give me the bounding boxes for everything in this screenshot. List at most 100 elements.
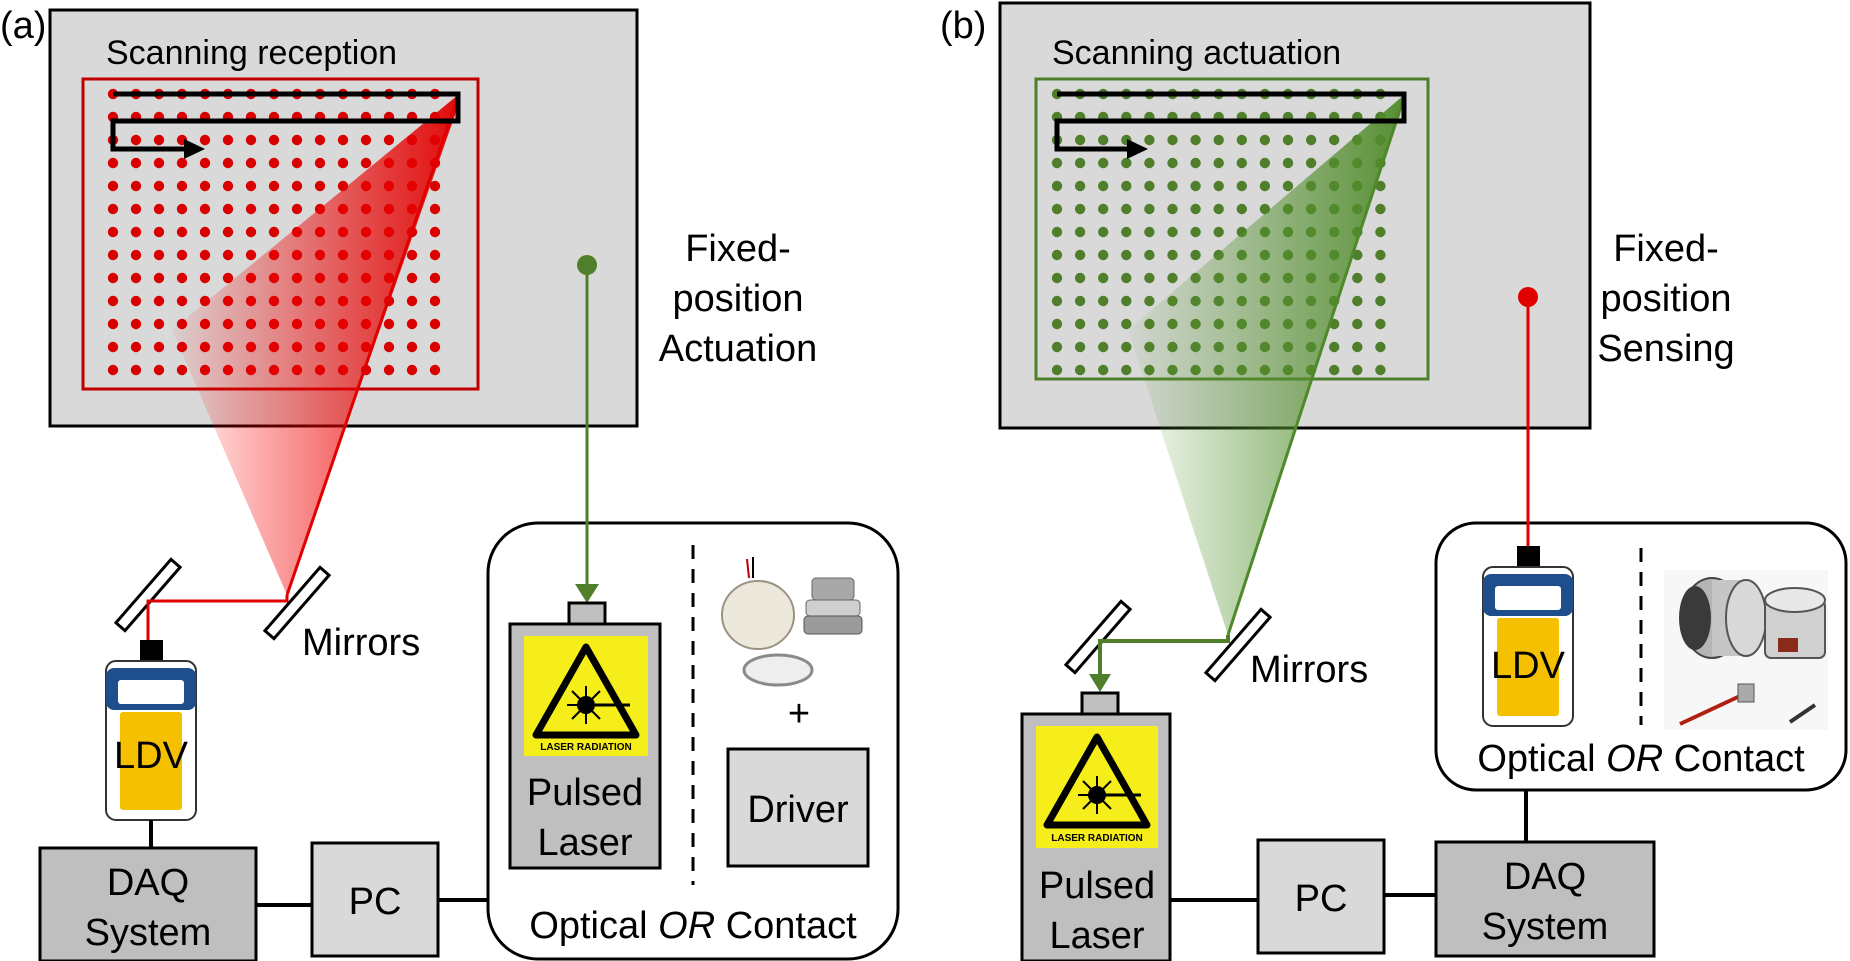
pulsed-label-a-2: Laser [537,822,632,864]
scan-point [1098,180,1109,192]
scan-point [383,318,395,330]
scan-point [1121,364,1132,376]
scan-point [1074,180,1086,192]
scan-point [1098,226,1109,238]
scan-point [1074,203,1086,215]
scan-point [222,203,234,215]
scan-point [130,157,142,169]
scan-point [1282,134,1294,146]
fixed-label-a-1: Fixed- [685,228,791,270]
scan-point [153,180,165,192]
scan-point [1236,134,1248,146]
scan-point [383,341,395,353]
scan-point [406,364,418,376]
scan-point [176,249,188,261]
scan-point [268,157,280,169]
scan-point [107,157,119,169]
pulsed-label-b-1: Pulsed [1039,865,1155,907]
scan-point [1352,295,1363,307]
daq-label-b-2: System [1482,906,1609,948]
scan-point [130,272,142,284]
ldv-a: LDV [105,640,197,821]
scan-point [1051,157,1063,169]
scan-point [1121,272,1132,284]
scan-point [1051,180,1063,192]
pulsed-laser-b: LASER RADIATION Pulsed Laser [1020,691,1172,961]
scan-point [314,134,326,146]
scan-point [1305,157,1317,169]
scan-point [1329,134,1340,146]
scan-point [222,134,234,146]
panel-a-tag: (a) [0,5,46,47]
scan-point [1074,341,1086,353]
laser-sign-b: LASER RADIATION [1051,833,1142,844]
scan-point [130,180,142,192]
scan-arrowhead-a [184,139,205,159]
scan-point [153,134,165,146]
scan-point [1144,203,1155,215]
scan-point [406,295,418,307]
scan-point [1375,226,1386,238]
scan-point [222,180,234,192]
scan-point [107,341,119,353]
ldv-b: LDV [1482,546,1574,727]
scan-point [429,203,441,215]
scan-point [153,249,165,261]
scan-point [107,249,119,261]
scan-point [1167,180,1178,192]
scan-point [130,203,142,215]
scan-point [429,295,441,307]
scan-point [383,134,395,146]
scan-point [1375,318,1386,330]
scan-point [176,226,188,238]
pulsed-label-a-1: Pulsed [527,772,643,814]
scan-point [1236,180,1248,192]
scan-arrowhead-b [1127,139,1148,159]
scan-point [1167,249,1178,261]
mirror-a-1 [113,557,183,633]
scan-beam-a [172,95,458,595]
scan-point [429,180,441,192]
scan-point [107,203,119,215]
scan-point [1329,364,1340,376]
mirrors-label-b: Mirrors [1250,649,1368,691]
scan-point [1074,364,1086,376]
fixed-label-b-1: Fixed- [1613,228,1719,270]
scan-point [199,226,211,238]
scan-point [1375,295,1386,307]
scan-point [337,157,349,169]
scan-point [383,364,395,376]
fixed-label-a-2: position [673,278,804,320]
fixed-label-b-2: position [1601,278,1732,320]
scan-point [176,180,188,192]
contact-sensors-icon [1664,570,1828,730]
scan-point [245,180,257,192]
scan-point [176,203,188,215]
mirror-b-2 [1203,607,1273,683]
beam-path-b [1098,635,1230,680]
scan-point [429,272,441,284]
laser-hazard-icon [1043,733,1151,829]
pulsed-label-b-2: Laser [1049,915,1144,957]
pulsed-laser-a: LASER RADIATION Pulsed Laser [508,601,662,870]
scan-point [1329,341,1340,353]
scan-point [1051,203,1063,215]
scan-point [1167,272,1178,284]
beam-path-a [146,595,289,640]
scan-point [245,157,257,169]
scan-point [199,180,211,192]
pc-label-a: PC [349,881,402,923]
scan-point [245,226,257,238]
scan-title-b: Scanning actuation [1052,34,1341,72]
scan-point [1051,364,1063,376]
scan-point [429,341,441,353]
scan-point [291,134,303,146]
plus-label-a: + [788,693,810,735]
scan-point [429,226,441,238]
scan-point [1098,134,1109,146]
scan-point [1121,295,1132,307]
mirror-a-2 [262,565,332,641]
beam-edge-b [1226,96,1406,636]
scan-point [1352,341,1363,353]
scan-point [1121,249,1132,261]
